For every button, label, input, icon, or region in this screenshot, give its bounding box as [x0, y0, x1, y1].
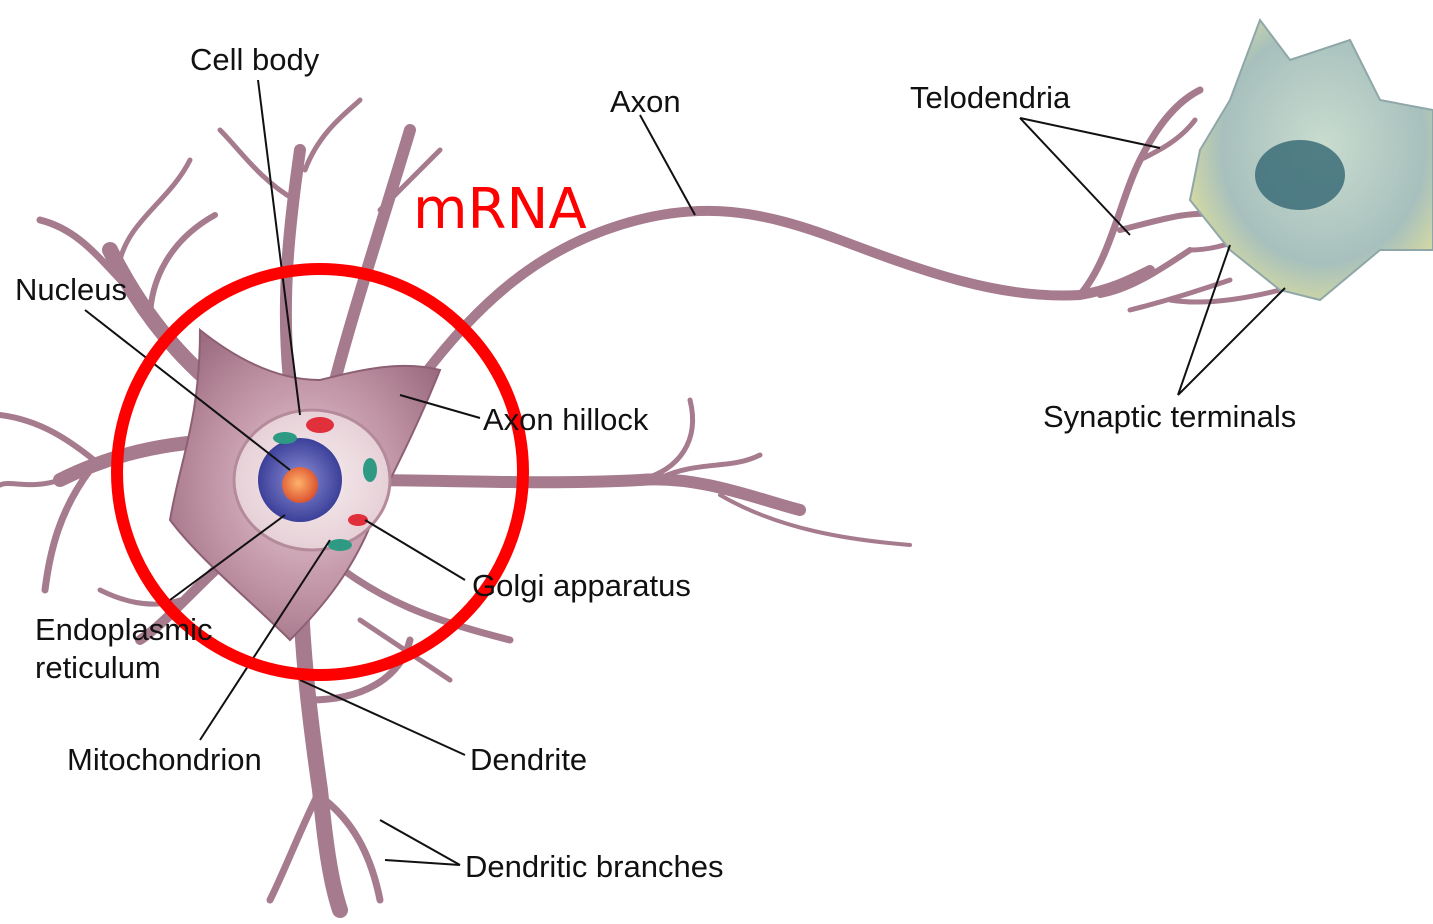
label-reticulum: reticulum [35, 650, 161, 685]
label-endoplasmic: Endoplasmic [35, 612, 212, 647]
label-nucleus: Nucleus [15, 272, 127, 307]
label-cell-body: Cell body [190, 42, 320, 77]
target-nucleus [1255, 140, 1345, 210]
label-axon-hillock: Axon hillock [483, 402, 649, 437]
mitochondrion-shape-3 [273, 432, 297, 444]
label-golgi-apparatus: Golgi apparatus [472, 568, 691, 603]
label-synaptic-terminals: Synaptic terminals [1043, 399, 1296, 434]
mitochondrion-shape-2 [363, 458, 377, 482]
golgi-shape [306, 417, 334, 433]
label-telodendria: Telodendria [910, 80, 1071, 115]
label-dendritic-branches: Dendritic branches [465, 849, 723, 884]
label-mitochondrion: Mitochondrion [67, 742, 262, 777]
mitochondrion-shape [328, 539, 352, 551]
label-axon: Axon [610, 84, 681, 119]
nucleolus [282, 467, 318, 503]
mrna-annotation: mRNA [413, 177, 587, 242]
label-dendrite: Dendrite [470, 742, 587, 777]
